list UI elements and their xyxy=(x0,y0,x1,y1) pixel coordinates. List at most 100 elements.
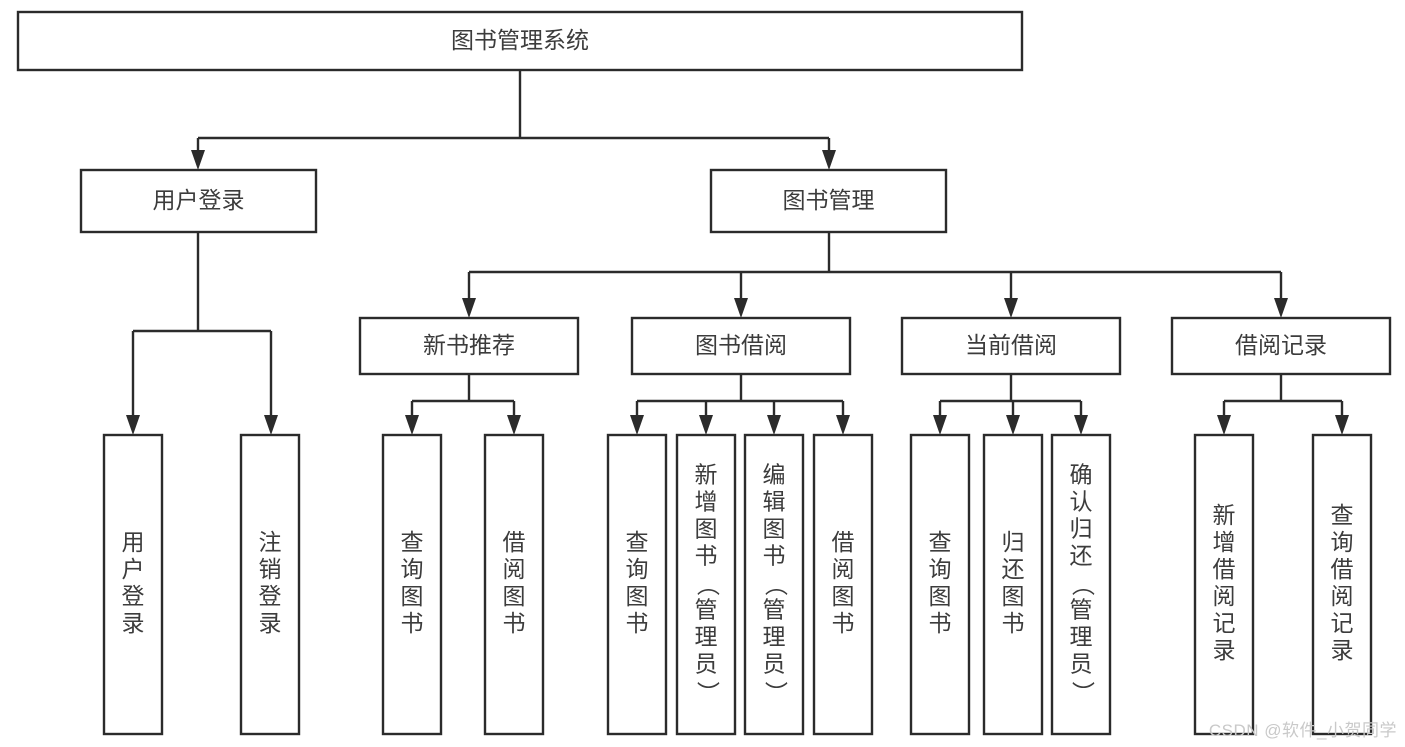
node-label-char: 书 xyxy=(832,610,855,636)
edge-user-login-trunk xyxy=(131,232,273,417)
node-layer: 图书管理系统用户登录图书管理新书推荐图书借阅当前借阅借阅记录用户登录注销登录查询… xyxy=(16,10,1392,736)
node-label-char: 询 xyxy=(626,556,649,582)
node-label-char: 理 xyxy=(1070,624,1093,650)
edge-book-manage-trunk xyxy=(467,232,1283,300)
arrow-to-leaf-confirm-return xyxy=(1074,415,1088,435)
node-label-char: 注 xyxy=(259,529,282,555)
node-box[interactable] xyxy=(900,316,1122,376)
node-box[interactable] xyxy=(1193,433,1255,736)
node-box[interactable] xyxy=(381,433,443,736)
node-box[interactable] xyxy=(16,10,1024,72)
arrow-to-borrow-record xyxy=(1274,298,1288,318)
connector-layer xyxy=(126,70,1349,435)
node-label-char: 管 xyxy=(1070,597,1093,623)
node-label: 新书推荐 xyxy=(423,332,515,358)
node-box[interactable] xyxy=(79,168,318,234)
node-box[interactable] xyxy=(909,433,971,736)
node-label-char: 书 xyxy=(763,543,786,569)
node-label-char: 登 xyxy=(259,583,282,609)
node-label-char: 确 xyxy=(1070,462,1093,488)
node-box[interactable] xyxy=(1050,433,1112,736)
node-label-char: 图 xyxy=(1002,583,1025,609)
arrow-to-leaf-return-book xyxy=(1006,415,1020,435)
edge-root-trunk xyxy=(196,70,831,152)
node-level2-0[interactable]: 用户登录 xyxy=(79,168,318,234)
node-box[interactable] xyxy=(606,433,668,736)
node-box[interactable] xyxy=(982,433,1044,736)
arrow-to-leaf-user-login xyxy=(126,415,140,435)
node-leaf-0[interactable]: 用户登录 xyxy=(102,433,164,736)
node-label-char: 书 xyxy=(401,610,424,636)
node-label-char: 借 xyxy=(1213,556,1236,582)
node-label-char: （ xyxy=(1070,573,1096,596)
node-label-char: （ xyxy=(695,573,721,596)
node-box[interactable] xyxy=(709,168,948,234)
node-level3-2[interactable]: 当前借阅 xyxy=(900,316,1122,376)
node-label-char: 阅 xyxy=(503,556,526,582)
node-label-char: 员 xyxy=(695,651,718,677)
node-level3-3[interactable]: 借阅记录 xyxy=(1170,316,1392,376)
node-label-char: 查 xyxy=(1331,502,1354,528)
arrow-to-leaf-query-book-3 xyxy=(933,415,947,435)
node-label-char: 归 xyxy=(1070,516,1093,542)
node-box[interactable] xyxy=(483,433,545,736)
node-level3-0[interactable]: 新书推荐 xyxy=(358,316,580,376)
node-label-char: 员 xyxy=(1070,651,1093,677)
node-label-char: 户 xyxy=(122,556,145,582)
node-label-char: 书 xyxy=(929,610,952,636)
node-label-char: ） xyxy=(763,681,789,704)
node-label-char: 询 xyxy=(929,556,952,582)
node-label-char: 书 xyxy=(503,610,526,636)
node-box[interactable] xyxy=(1170,316,1392,376)
node-label-char: 用 xyxy=(122,529,145,555)
node-level3-1[interactable]: 图书借阅 xyxy=(630,316,852,376)
arrow-to-leaf-borrow-book-1 xyxy=(507,415,521,435)
node-box[interactable] xyxy=(358,316,580,376)
edge-borrow-record-trunk xyxy=(1222,374,1344,417)
node-label-char: 图 xyxy=(832,583,855,609)
node-label-char: 还 xyxy=(1002,556,1025,582)
node-label: 图书借阅 xyxy=(695,332,787,358)
node-box[interactable] xyxy=(675,433,737,736)
arrow-to-leaf-add-record xyxy=(1217,415,1231,435)
node-label: 用户登录 xyxy=(153,187,245,213)
node-label-char: 增 xyxy=(1213,529,1236,555)
node-label-char: 登 xyxy=(122,583,145,609)
node-label-char: 查 xyxy=(401,529,424,555)
node-root-0[interactable]: 图书管理系统 xyxy=(16,10,1024,72)
node-level2-1[interactable]: 图书管理 xyxy=(709,168,948,234)
node-label-char: 图 xyxy=(626,583,649,609)
node-box[interactable] xyxy=(1311,433,1373,736)
arrow-to-current-borrow xyxy=(1004,298,1018,318)
node-box[interactable] xyxy=(102,433,164,736)
node-label-char: ） xyxy=(695,681,721,704)
node-label-char: 借 xyxy=(1331,556,1354,582)
node-label-char: 辑 xyxy=(763,489,786,515)
node-box[interactable] xyxy=(743,433,805,736)
node-box[interactable] xyxy=(812,433,874,736)
node-box[interactable] xyxy=(630,316,852,376)
arrow-to-leaf-logout xyxy=(264,415,278,435)
node-label-char: （ xyxy=(763,573,789,596)
arrow-to-user-login xyxy=(191,150,205,170)
node-label-char: 借 xyxy=(832,529,855,555)
node-label-char: 图 xyxy=(695,516,718,542)
node-label-char: 查 xyxy=(626,529,649,555)
arrow-to-leaf-query-book-1 xyxy=(405,415,419,435)
node-box[interactable] xyxy=(239,433,301,736)
node-label-char: 录 xyxy=(122,610,145,636)
node-label-char: 记 xyxy=(1213,610,1236,636)
